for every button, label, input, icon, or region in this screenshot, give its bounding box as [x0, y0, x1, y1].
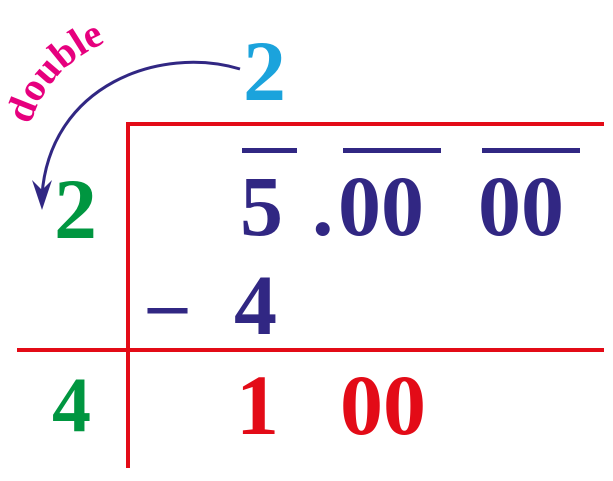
remainder-first: 1 [236, 357, 279, 453]
svg-text:double: double [0, 10, 109, 128]
minus-sign: – [148, 259, 187, 346]
dividend-group1: 00 [338, 158, 424, 254]
overbar-group2 [482, 148, 580, 153]
dividend-integer: 5 [240, 158, 283, 254]
top-digit: 2 [243, 23, 286, 119]
subtraction-line [17, 348, 604, 352]
dividend-group2: 00 [478, 158, 564, 254]
divisor-row1: 2 [54, 161, 97, 257]
subtracted-value: 4 [234, 257, 277, 353]
divisor-row2: 4 [52, 361, 91, 448]
overbar-group1 [343, 148, 441, 153]
dividend-decimal-point: . [312, 158, 334, 254]
division-vertical-line [126, 122, 130, 468]
remainder-brought-down: 00 [340, 357, 426, 453]
division-top-line [126, 122, 604, 126]
overbar-integer [242, 148, 297, 153]
